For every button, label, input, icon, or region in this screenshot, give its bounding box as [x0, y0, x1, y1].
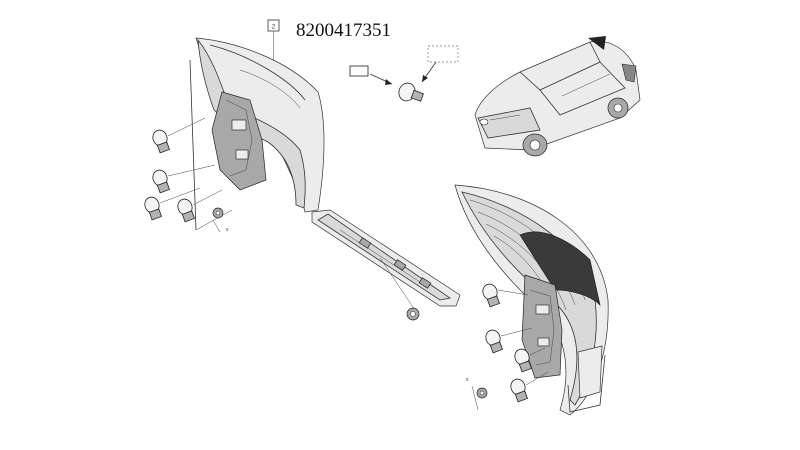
- right-bulbs: x: [466, 283, 549, 411]
- right-tail-lamp: [454, 184, 609, 416]
- right-marker: x: [466, 377, 469, 383]
- part-number-text: 8200417351: [296, 20, 391, 41]
- callout-number: 2: [272, 25, 276, 31]
- left-tail-lamp: [189, 37, 325, 231]
- center-brake-light: [311, 209, 461, 321]
- left-marker: x: [226, 227, 229, 233]
- left-bulbs: x: [144, 117, 229, 233]
- bulb-detail: [349, 45, 459, 102]
- left-nut: [212, 207, 224, 219]
- right-nut: [476, 387, 488, 399]
- car-illustration: [474, 36, 641, 157]
